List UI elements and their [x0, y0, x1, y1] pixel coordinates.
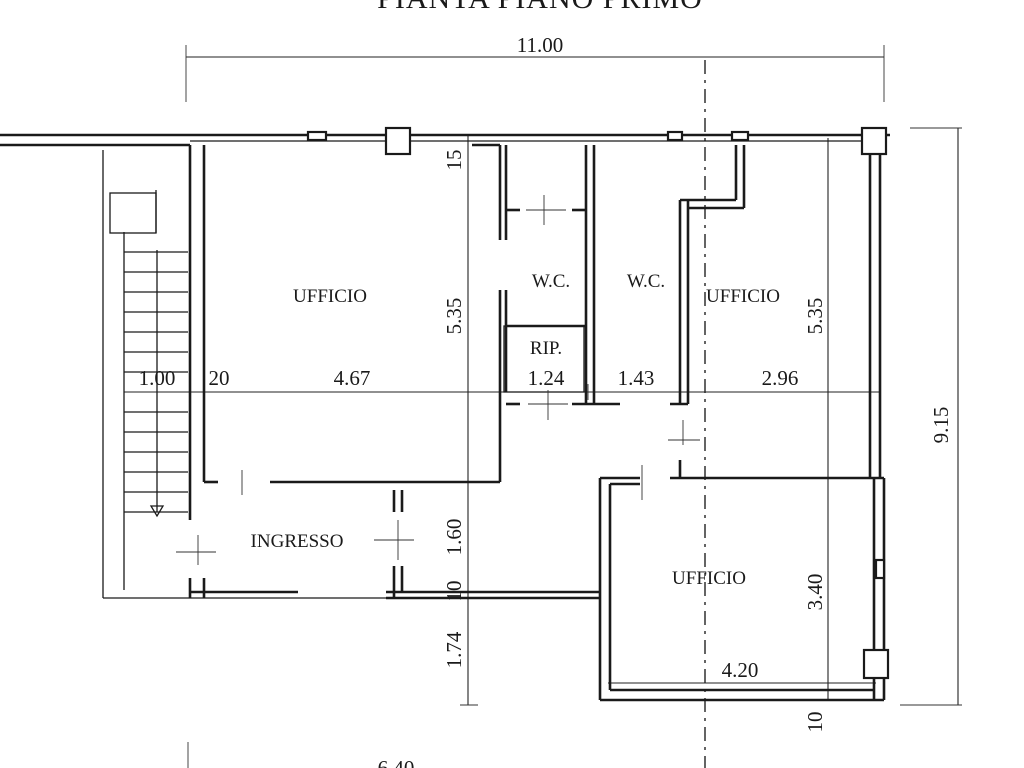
ingresso-walls	[176, 470, 600, 600]
dim-w-4-67: 4.67	[334, 366, 371, 390]
wc-rip-walls	[503, 145, 620, 420]
room-wc-right: W.C.	[627, 271, 665, 292]
right-office-walls	[668, 145, 884, 480]
pillars	[306, 126, 890, 680]
plan-title: PIANTA PIANO PRIMO	[377, 0, 703, 15]
dimension-top-width: 11.00	[185, 33, 885, 102]
dim-h-1-60: 1.60	[442, 519, 466, 556]
dimension-right-height: 9.15	[900, 127, 962, 706]
dim-h-1-74: 1.74	[442, 631, 466, 668]
dim-w-1-24: 1.24	[528, 366, 565, 390]
room-ufficio-left: UFFICIO	[293, 286, 367, 307]
room-ufficio-right: UFFICIO	[706, 286, 780, 307]
dim-total-width: 11.00	[517, 33, 563, 57]
dim-h-3-40: 3.40	[803, 574, 827, 611]
dim-w-1-43: 1.43	[618, 366, 655, 390]
dim-w-6-40: 6.40	[378, 756, 415, 768]
room-rip: RIP.	[530, 338, 562, 359]
dim-wall-20: 20	[209, 366, 230, 390]
dim-w-4-20: 4.20	[722, 658, 759, 682]
staircase	[109, 190, 188, 518]
bottom-office-walls	[598, 465, 884, 702]
left-office-walls	[188, 143, 502, 520]
exterior-walls	[0, 133, 890, 700]
dim-h-5-35-left: 5.35	[442, 298, 466, 335]
dim-h-5-35-right: 5.35	[803, 298, 827, 335]
room-ufficio-bottom: UFFICIO	[672, 568, 746, 589]
dim-total-height: 9.15	[929, 407, 953, 444]
dim-h-10-bottom: 10	[803, 712, 827, 733]
room-wc-left: W.C.	[532, 271, 570, 292]
room-ingresso: INGRESSO	[251, 531, 344, 552]
dimension-left-chain	[460, 136, 478, 706]
dim-h-15: 15	[442, 150, 466, 171]
dim-w-2-96: 2.96	[762, 366, 799, 390]
